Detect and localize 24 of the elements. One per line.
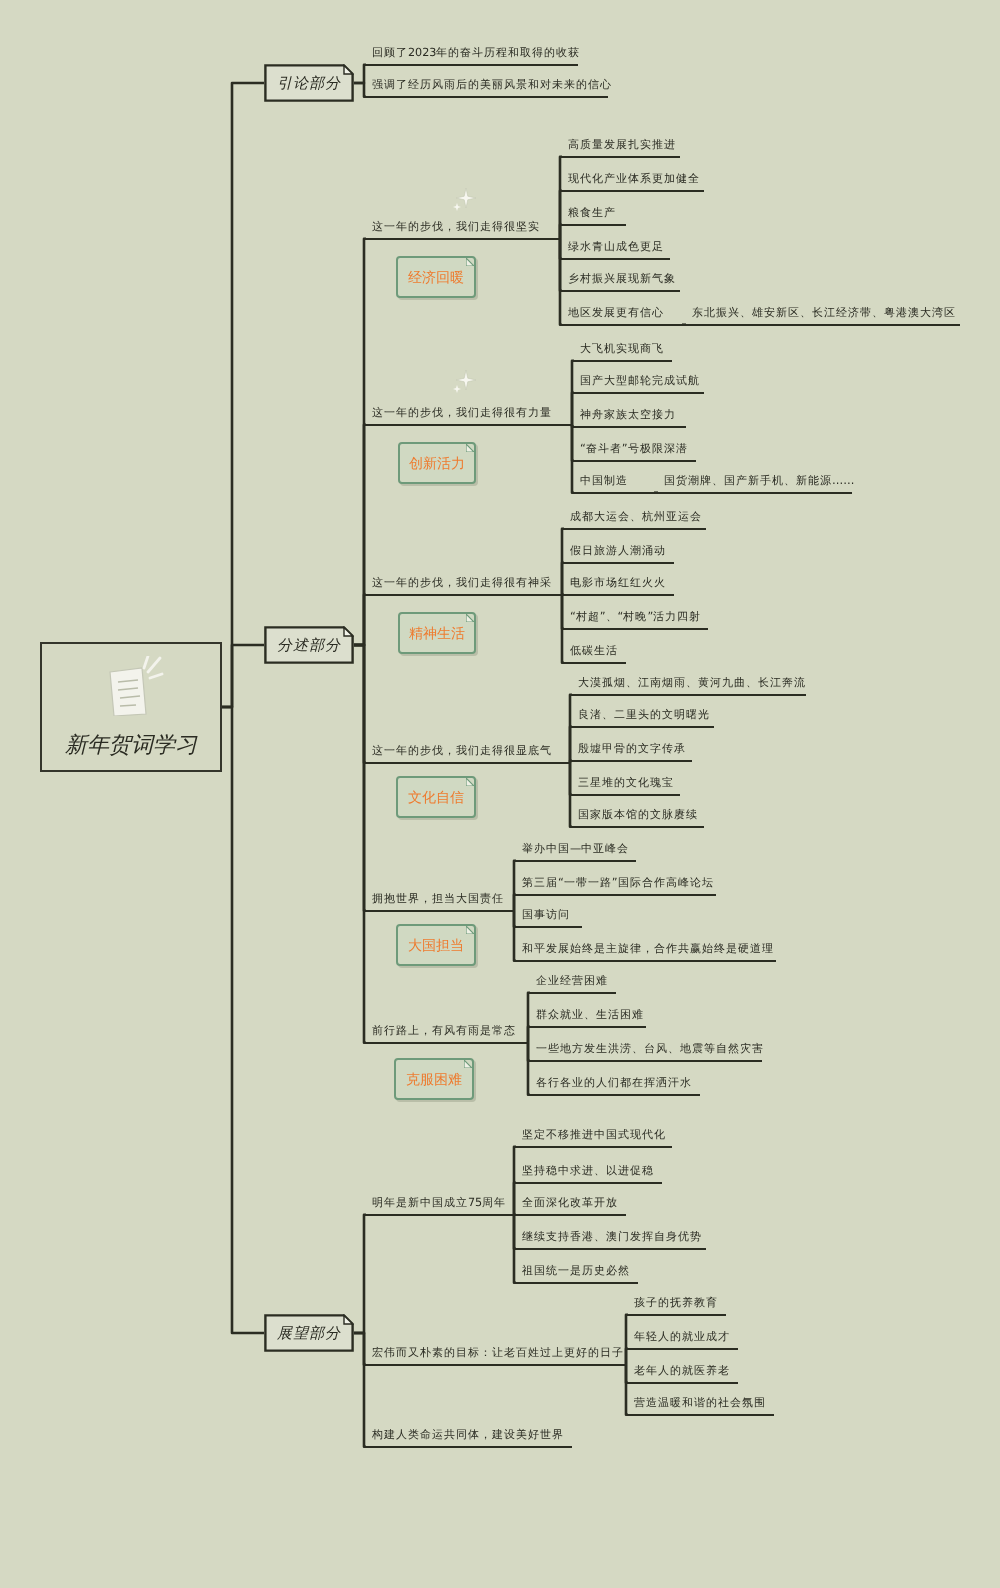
branch-line: [222, 705, 264, 1335]
branch-line: [512, 910, 517, 962]
branch-line: [568, 762, 573, 828]
root-title: 新年贺词学习: [65, 732, 197, 758]
branch-line: [512, 1214, 517, 1284]
branch-line: [354, 81, 367, 98]
branch-line: [558, 238, 563, 326]
branch-line: [354, 1331, 367, 1448]
branch-line: [570, 391, 575, 425]
branch-line: [624, 1347, 629, 1365]
branch-line: [512, 1181, 517, 1215]
branch-line: [654, 491, 658, 494]
branch-line: [682, 323, 686, 326]
branch-line: [560, 594, 565, 664]
branch-line: [570, 424, 575, 494]
branch-line: [354, 643, 367, 1044]
branch-line: [512, 893, 517, 911]
branch-line: [526, 1042, 531, 1096]
branch-line: [568, 725, 573, 763]
branch-line: [560, 561, 565, 595]
branch-line: [624, 1364, 629, 1416]
branch-line: [526, 1025, 531, 1043]
root-box: [40, 642, 222, 772]
branch-line: [558, 223, 563, 239]
